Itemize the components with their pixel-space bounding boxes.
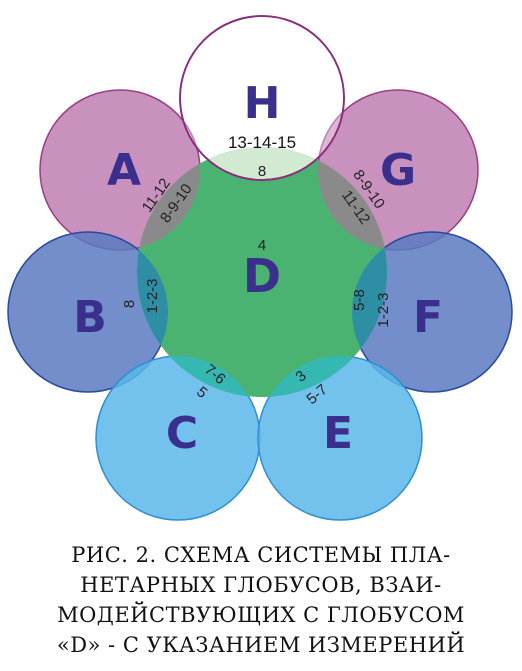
globe-label-f: F [413,292,443,343]
dim-f-d-outer: 1-2-3 [375,292,392,327]
caption-line-2: НЕТАРНЫХ ГЛОБУСОВ, ВЗАИ- [80,573,442,597]
dim-b-d-outer: 8 [121,300,138,308]
caption-line-4: «D» - С УКАЗАНИЕМ ИЗМЕРЕНИЙ [56,633,466,657]
dim-f-d-inner: 5-8 [351,289,368,311]
globe-label-g: G [380,145,416,196]
globe-label-b: B [73,292,107,343]
globe-d [137,147,387,397]
globe-label-h: H [244,78,281,129]
caption-line-3: МОДЕЙСТВУЮЩИХ С ГЛОБУСОМ [57,603,465,627]
globe-label-c: C [166,408,198,459]
globe-label-e: E [323,408,353,459]
globe-label-d: D [243,249,281,303]
globes-diagram: H A G B F C E D 13-14-15 8 11-12 8-9-10 … [7,15,513,521]
figure-caption: РИС. 2. СХЕМА СИСТЕМЫ ПЛА- НЕТАРНЫХ ГЛОБ… [0,540,522,660]
dim-b-d-inner: 1-2-3 [144,278,161,313]
globe-h-outline [179,15,345,181]
overlap-a-d [137,147,200,250]
dim-d-center: 4 [258,237,266,254]
dim-h-d-upper: 13-14-15 [228,133,296,152]
globe-label-a: A [107,145,141,196]
dim-h-d-lower: 8 [258,163,266,180]
caption-line-1: РИС. 2. СХЕМА СИСТЕМЫ ПЛА- [71,543,451,567]
overlap-g-d [318,147,387,250]
